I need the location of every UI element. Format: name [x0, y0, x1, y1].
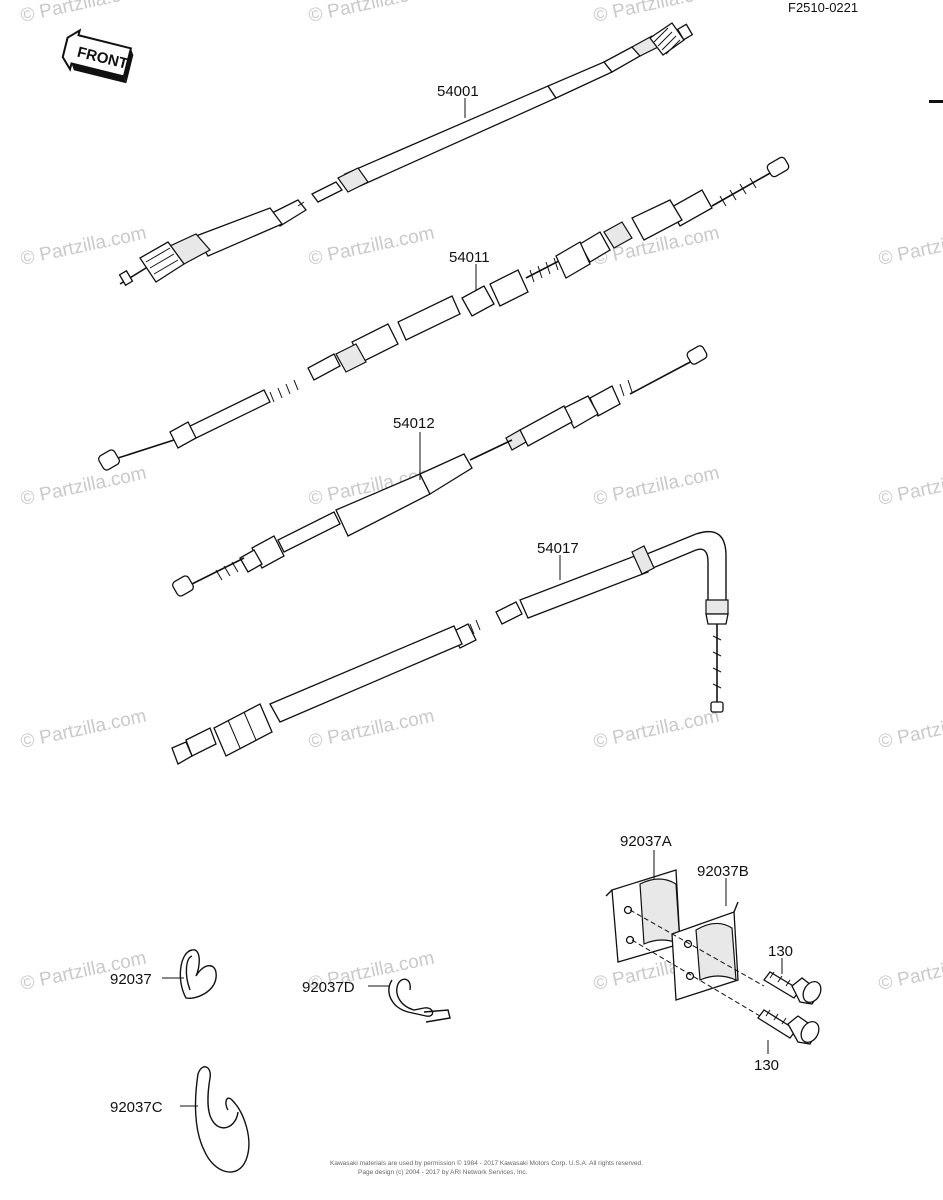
- watermark: © Partzilla.com: [877, 463, 943, 510]
- alignment-line: [631, 939, 761, 1017]
- bracket-clamp-b: [671, 901, 739, 1001]
- watermark: © Partzilla.com: [19, 706, 149, 753]
- watermark: © Partzilla.com: [307, 706, 437, 753]
- watermark: © Partzilla.com: [307, 0, 437, 27]
- part-label-92037b[interactable]: 92037B: [697, 863, 749, 880]
- front-arrow-icon: FRONT: [61, 28, 134, 84]
- part-label-54001[interactable]: 54001: [437, 83, 479, 100]
- part-label-54012[interactable]: 54012: [393, 415, 435, 432]
- part-label-92037[interactable]: 92037: [110, 971, 152, 988]
- part-label-bolt-top[interactable]: 130: [768, 943, 793, 960]
- watermark: © Partzilla.com: [592, 0, 722, 27]
- watermark: © Partzilla.com: [19, 0, 149, 27]
- part-label-92037a[interactable]: 92037A: [620, 833, 672, 850]
- clamp-92037c: [194, 1066, 250, 1173]
- part-label-92037c[interactable]: 92037C: [110, 1099, 163, 1116]
- clamp-92037: [179, 949, 217, 999]
- watermark: © Partzilla.com: [592, 706, 722, 753]
- throttle-cable-a: [307, 156, 790, 381]
- watermark: © Partzilla.com: [592, 463, 722, 510]
- bolt-top: [763, 971, 822, 1005]
- choke-cable: [171, 530, 729, 765]
- bolt-bottom: [757, 1009, 820, 1045]
- figure-id: F2510-0221: [788, 0, 858, 15]
- alignment-line: [629, 909, 765, 987]
- watermark: © Partzilla.com: [877, 223, 943, 270]
- throttle-cable-b: [98, 345, 708, 597]
- part-label-92037d[interactable]: 92037D: [302, 979, 355, 996]
- part-label-54011[interactable]: 54011: [449, 249, 490, 266]
- speedometer-cable: [118, 22, 694, 287]
- footer-page-design: Page design (c) 2004 - 2017 by ARI Netwo…: [358, 1169, 528, 1176]
- watermark: © Partzilla.com: [19, 463, 149, 510]
- bracket-clamp-a: [605, 869, 681, 963]
- watermark: © Partzilla.com: [877, 948, 943, 995]
- watermark-layer: © Partzilla.com © Partzilla.com © Partzi…: [19, 0, 943, 995]
- clamp-92037d: [388, 978, 451, 1023]
- edge-marker: [929, 100, 943, 103]
- watermark: © Partzilla.com: [307, 223, 437, 270]
- watermark: © Partzilla.com: [877, 706, 943, 753]
- part-label-bolt-bottom[interactable]: 130: [754, 1057, 779, 1074]
- part-label-54017[interactable]: 54017: [537, 540, 579, 557]
- footer-copyright: Kawasaki materials are used by permissio…: [330, 1159, 643, 1167]
- watermark: © Partzilla.com: [19, 223, 149, 270]
